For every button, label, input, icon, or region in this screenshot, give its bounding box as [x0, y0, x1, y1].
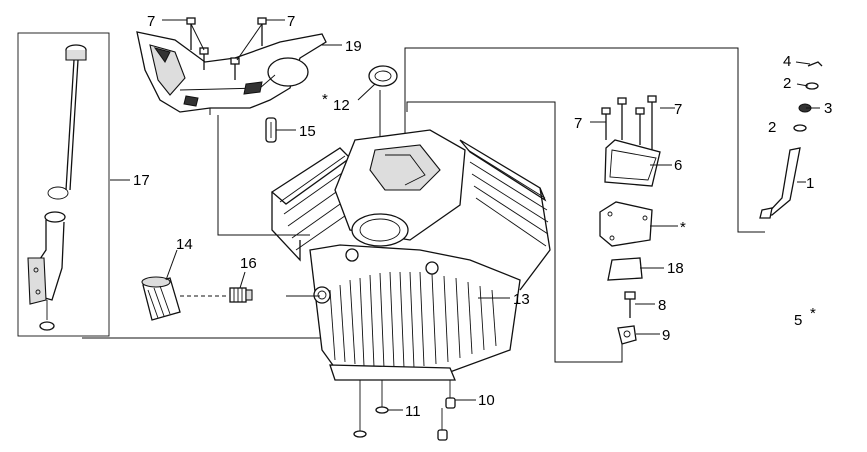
small-parts-2-3-4: [793, 61, 823, 132]
clip-15: [265, 117, 277, 143]
label-19: 19: [345, 38, 362, 55]
label-2-b: 2: [768, 119, 776, 136]
oil-seal-12: [368, 65, 398, 87]
leader-lines: [110, 19, 820, 411]
washers-11: [353, 380, 389, 438]
label-1: 1: [806, 175, 814, 192]
dowels-10: [437, 380, 456, 441]
label-7-b: 7: [287, 13, 295, 30]
label-11: 11: [405, 403, 421, 420]
label-3: 3: [824, 100, 832, 117]
bolts-7-bracket: [186, 17, 267, 80]
label-17: 17: [133, 172, 150, 189]
tube-1: [759, 147, 801, 219]
bolts-7-cover: [601, 95, 657, 150]
part-number-labels: 7 7 19 * 12 15 17 14 16 13 7 7 6 * 18 8 …: [133, 13, 832, 420]
label-8: 8: [658, 297, 666, 314]
label-12: 12: [333, 97, 350, 114]
label-6: 6: [674, 157, 682, 174]
crankcase-13: [270, 129, 551, 381]
label-9: 9: [662, 327, 670, 344]
gasket: [599, 201, 653, 247]
dipstick-assembly-17: [17, 32, 110, 337]
label-7-c: 7: [574, 115, 582, 132]
cover-6: [604, 139, 661, 187]
label-7-a: 7: [147, 13, 155, 30]
label-12-star: *: [322, 91, 328, 108]
label-6-star: *: [680, 219, 686, 236]
label-4: 4: [783, 53, 791, 70]
label-14: 14: [176, 236, 193, 253]
bolt-8: [624, 291, 636, 318]
label-18: 18: [667, 260, 684, 277]
label-7-d: 7: [674, 101, 682, 118]
label-13: 13: [513, 291, 530, 308]
oil-filter-14: [141, 276, 228, 321]
label-5: 5: [794, 312, 802, 329]
fitting-16: [229, 287, 253, 303]
label-2-a: 2: [783, 75, 791, 92]
label-15: 15: [299, 123, 316, 140]
label-10: 10: [478, 392, 495, 409]
washer-9: [617, 325, 637, 345]
bracket-19: [136, 31, 327, 113]
label-5-star: *: [810, 305, 816, 322]
label-16: 16: [240, 255, 257, 272]
plate-18: [607, 257, 643, 281]
